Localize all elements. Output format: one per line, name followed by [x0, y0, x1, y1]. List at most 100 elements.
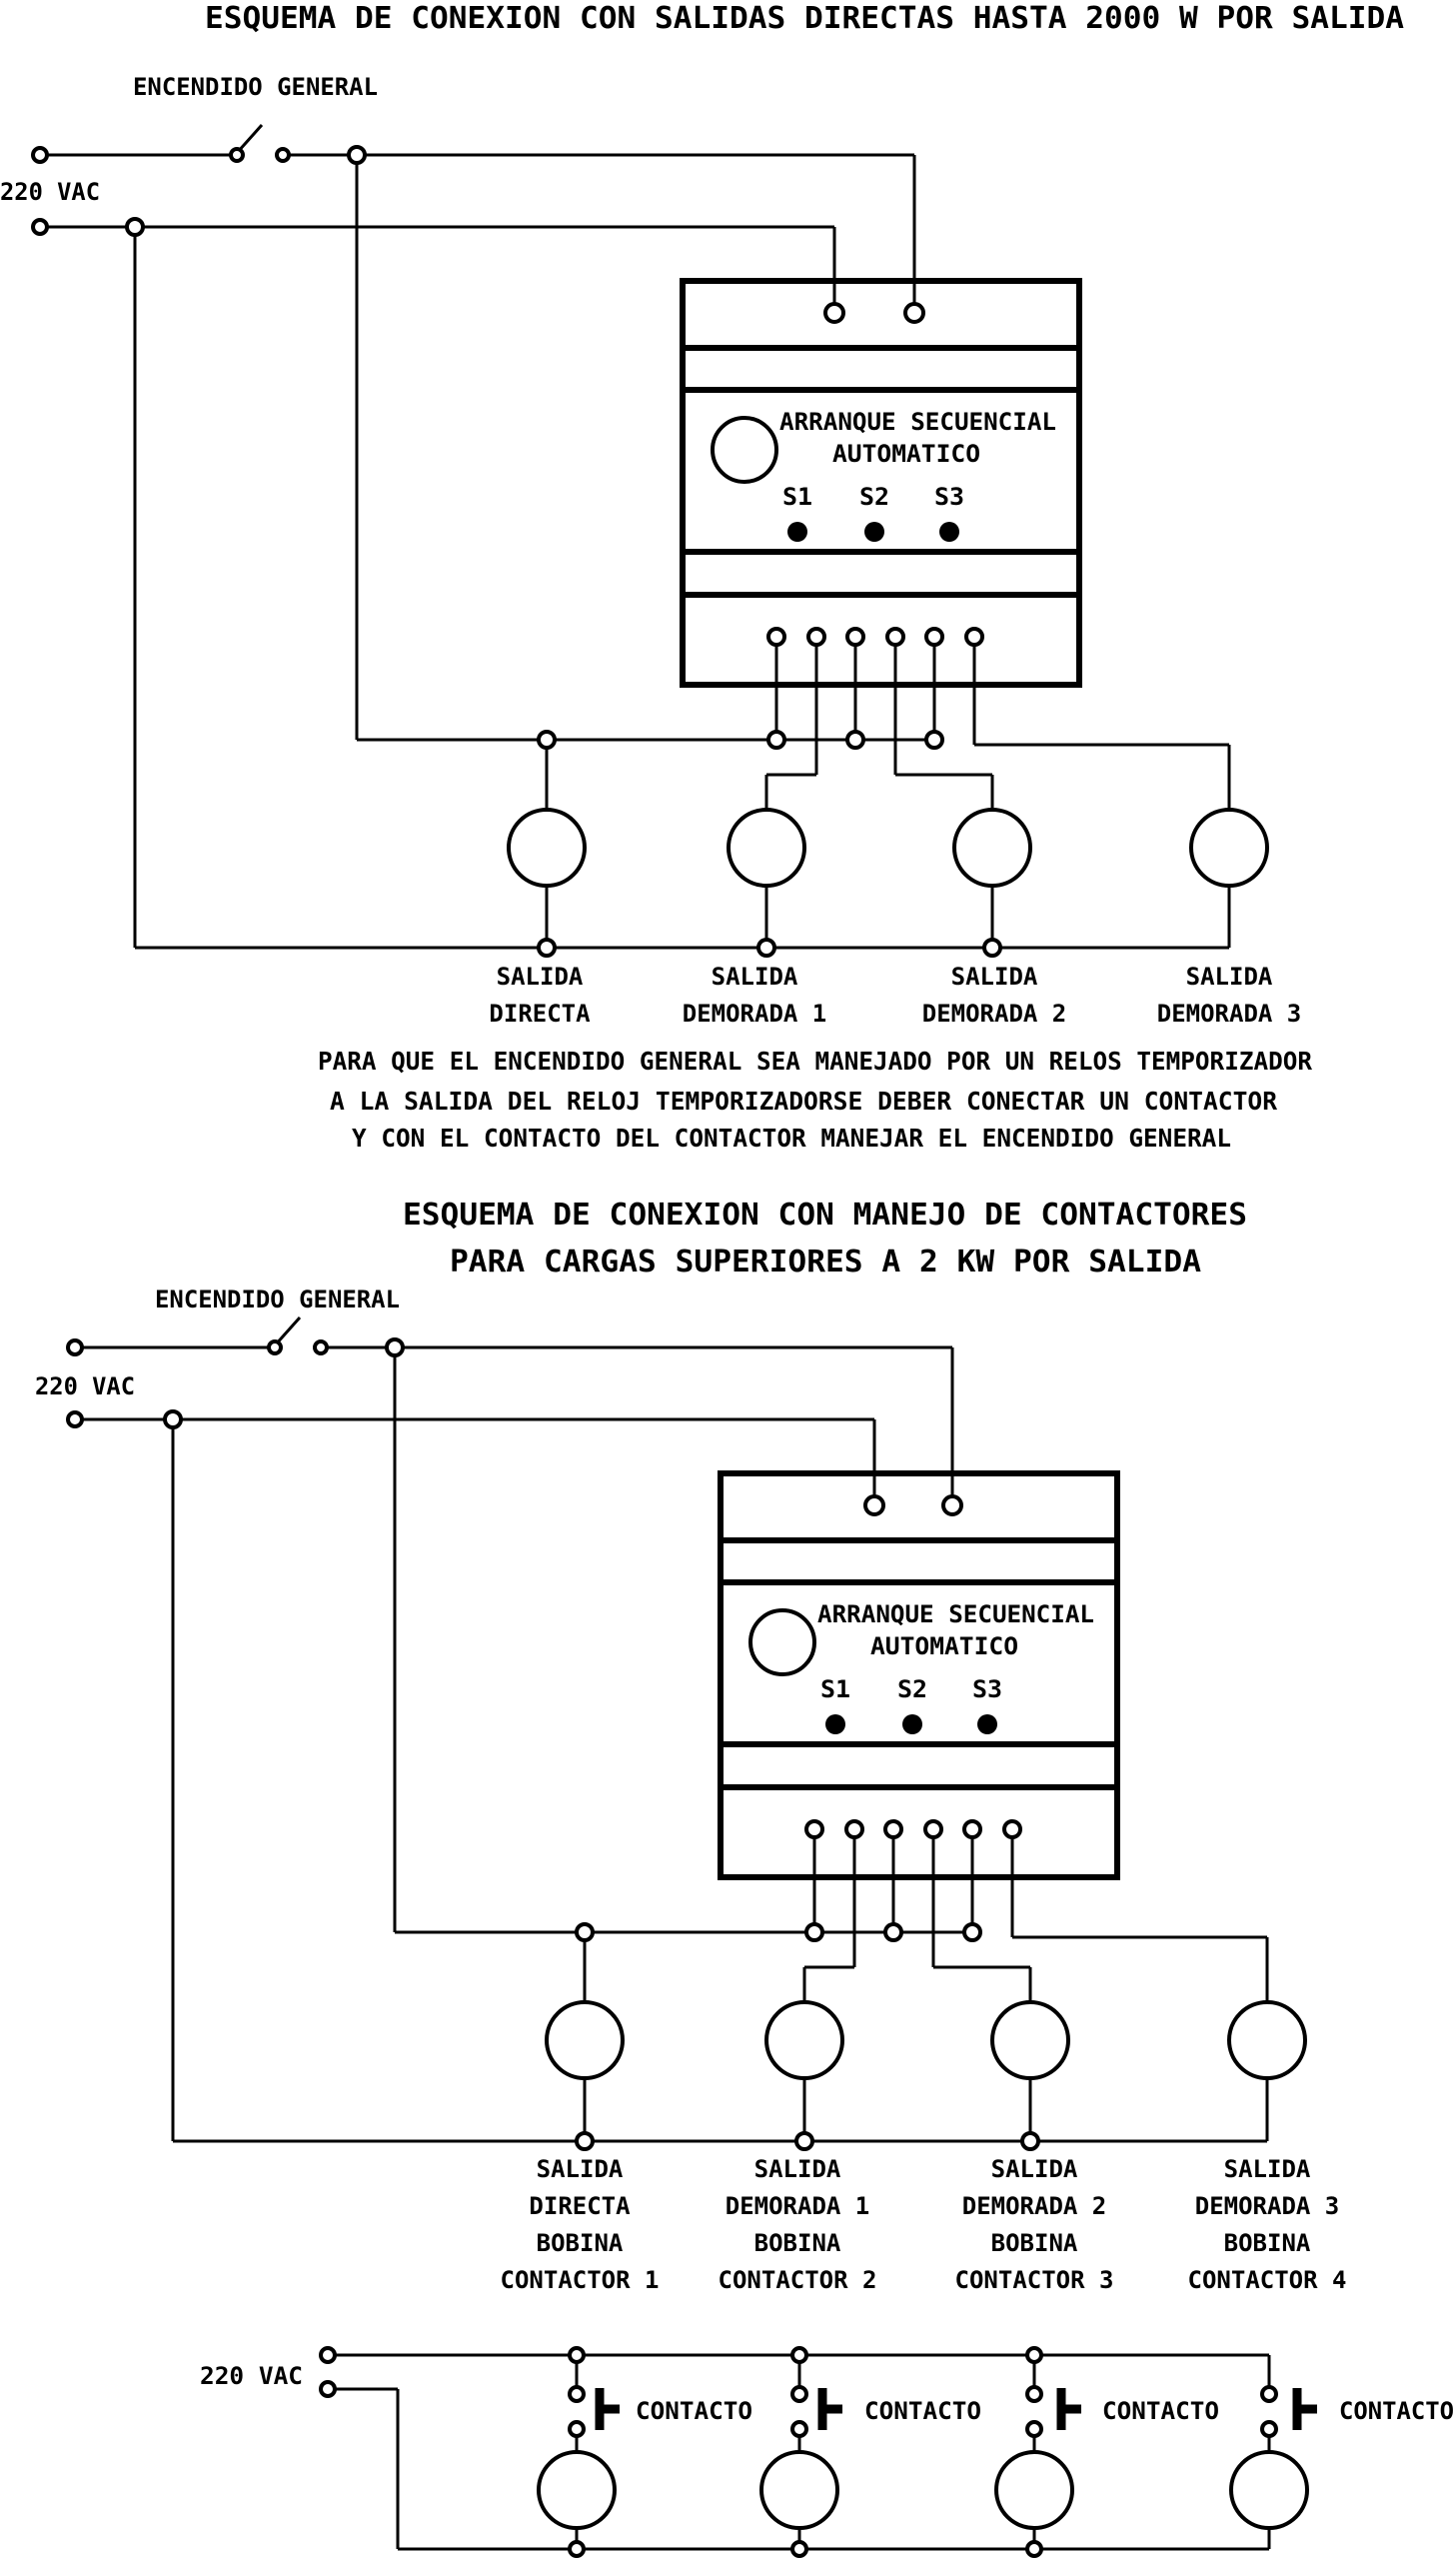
output-label: DEMORADA 1 — [726, 2192, 870, 2220]
output-label: SALIDA — [754, 2155, 841, 2183]
note-line: A LA SALIDA DEL RELOJ TEMPORIZADORSE DEB… — [330, 1087, 1278, 1116]
supply-terminal-line — [319, 2346, 337, 2364]
device-output-terminal — [962, 1819, 982, 1839]
indicator-label-s1: S1 — [782, 483, 812, 511]
contact-branch-4: CONTACTO — [1229, 2355, 1454, 2549]
device-output-terminal — [804, 1819, 824, 1839]
contactor-coil-3 — [990, 2000, 1070, 2080]
device-input-terminal — [941, 1494, 963, 1516]
device-output-terminal — [806, 627, 826, 647]
output-label: DEMORADA 2 — [962, 2192, 1107, 2220]
load-lamp-delayed-2 — [952, 808, 1032, 888]
main-switch-label: ENCENDIDO GENERAL — [133, 73, 378, 101]
diagram-1-title: ESQUEMA DE CONEXION CON SALIDAS DIRECTAS… — [205, 1, 1404, 36]
supply-terminal-neutral — [66, 1410, 84, 1428]
load-lamp-delayed-3 — [1189, 808, 1269, 888]
switch-contact — [267, 1339, 283, 1355]
device-label: ARRANQUE SECUENCIAL — [817, 1600, 1094, 1628]
device-output-terminal — [964, 627, 984, 647]
output-label: DEMORADA 3 — [1195, 2192, 1340, 2220]
junction-node — [794, 2131, 814, 2151]
junction-node — [385, 1337, 405, 1357]
supply-label: 220 VAC — [200, 2362, 303, 2390]
output-label: SALIDA — [712, 963, 798, 991]
indicator-led-s1 — [787, 522, 807, 542]
device-input-terminal — [863, 1494, 885, 1516]
junction-node — [537, 730, 557, 750]
supply-terminal-line — [66, 1338, 84, 1356]
output-label: BOBINA — [991, 2229, 1078, 2257]
supply-terminal-line — [31, 146, 49, 164]
junction-node — [766, 730, 786, 750]
contactor-coil-4 — [1227, 2000, 1307, 2080]
junction-node — [575, 2131, 595, 2151]
output-label: SALIDA — [1224, 2155, 1311, 2183]
output-label: DEMORADA 1 — [683, 1000, 827, 1028]
indicator-led-s2 — [864, 522, 884, 542]
sequencer-device — [718, 1470, 1120, 1880]
supply-terminal-neutral — [319, 2380, 337, 2398]
junction-node — [537, 938, 557, 958]
output-label: SALIDA — [497, 963, 584, 991]
contact-branch-2: CONTACTO — [759, 2346, 981, 2558]
contactor-coil-2 — [764, 2000, 844, 2080]
load-lamp-delayed-1 — [727, 808, 806, 888]
contactor-coil-1 — [545, 2000, 625, 2080]
output-label: DIRECTA — [489, 1000, 591, 1028]
supply-terminal-neutral — [31, 218, 49, 236]
supply-label: 220 VAC — [35, 1372, 135, 1400]
junction-node — [962, 1922, 982, 1942]
contact-label: CONTACTO — [636, 2397, 752, 2425]
junction-node — [575, 1922, 595, 1942]
device-input-terminal — [903, 302, 925, 324]
device-output-terminal — [924, 627, 944, 647]
diagram-2-title: PARA CARGAS SUPERIORES A 2 KW POR SALIDA — [450, 1245, 1201, 1280]
contact-label: CONTACTO — [864, 2397, 981, 2425]
indicator-led-s3 — [977, 1714, 997, 1734]
indicator-label-s3: S3 — [972, 1675, 1002, 1703]
device-output-terminal — [923, 1819, 943, 1839]
device-knob — [711, 416, 778, 484]
junction-node — [924, 730, 944, 750]
output-label: CONTACTOR 4 — [1188, 2266, 1347, 2294]
device-output-terminal — [845, 627, 865, 647]
contact-branch-3: CONTACTO — [994, 2346, 1219, 2558]
indicator-led-s1 — [825, 1714, 845, 1734]
sequencer-device — [680, 278, 1082, 688]
output-label: CONTACTOR 3 — [955, 2266, 1114, 2294]
device-label: AUTOMATICO — [832, 440, 980, 468]
contact-label: CONTACTO — [1339, 2397, 1454, 2425]
contact-branch-1: CONTACTO — [537, 2346, 752, 2558]
device-output-terminal — [885, 627, 905, 647]
output-label: CONTACTOR 2 — [719, 2266, 877, 2294]
diagram-contactor-contacts: 220 VAC CONTACTO — [200, 2346, 1454, 2558]
indicator-label-s2: S2 — [897, 1675, 927, 1703]
output-label: BOBINA — [754, 2229, 841, 2257]
device-input-terminal — [823, 302, 845, 324]
device-output-terminal — [883, 1819, 903, 1839]
indicator-label-s3: S3 — [934, 483, 964, 511]
output-label: BOBINA — [1224, 2229, 1311, 2257]
load-lamp — [1229, 2450, 1309, 2530]
output-label: SALIDA — [537, 2155, 624, 2183]
output-label: DEMORADA 3 — [1157, 1000, 1302, 1028]
output-label: CONTACTOR 1 — [501, 2266, 660, 2294]
switch-contact — [313, 1339, 329, 1355]
junction-node — [1020, 2131, 1040, 2151]
device-output-terminal — [1002, 1819, 1022, 1839]
junction-node — [883, 1922, 903, 1942]
note-line: Y CON EL CONTACTO DEL CONTACTOR MANEJAR … — [352, 1124, 1231, 1153]
indicator-label-s2: S2 — [859, 483, 889, 511]
diagram-contactor-outputs: ESQUEMA DE CONEXION CON MANEJO DE CONTAC… — [35, 1198, 1346, 2294]
indicator-label-s1: S1 — [820, 1675, 850, 1703]
load-lamp — [537, 2450, 617, 2530]
note-line: PARA QUE EL ENCENDIDO GENERAL SEA MANEJA… — [318, 1047, 1313, 1076]
load-lamp — [994, 2450, 1074, 2530]
indicator-led-s3 — [939, 522, 959, 542]
diagram-2-title: ESQUEMA DE CONEXION CON MANEJO DE CONTAC… — [403, 1198, 1247, 1233]
junction-node — [804, 1922, 824, 1942]
junction-node — [347, 145, 367, 165]
junction-node — [982, 938, 1002, 958]
load-lamp-direct — [507, 808, 587, 888]
